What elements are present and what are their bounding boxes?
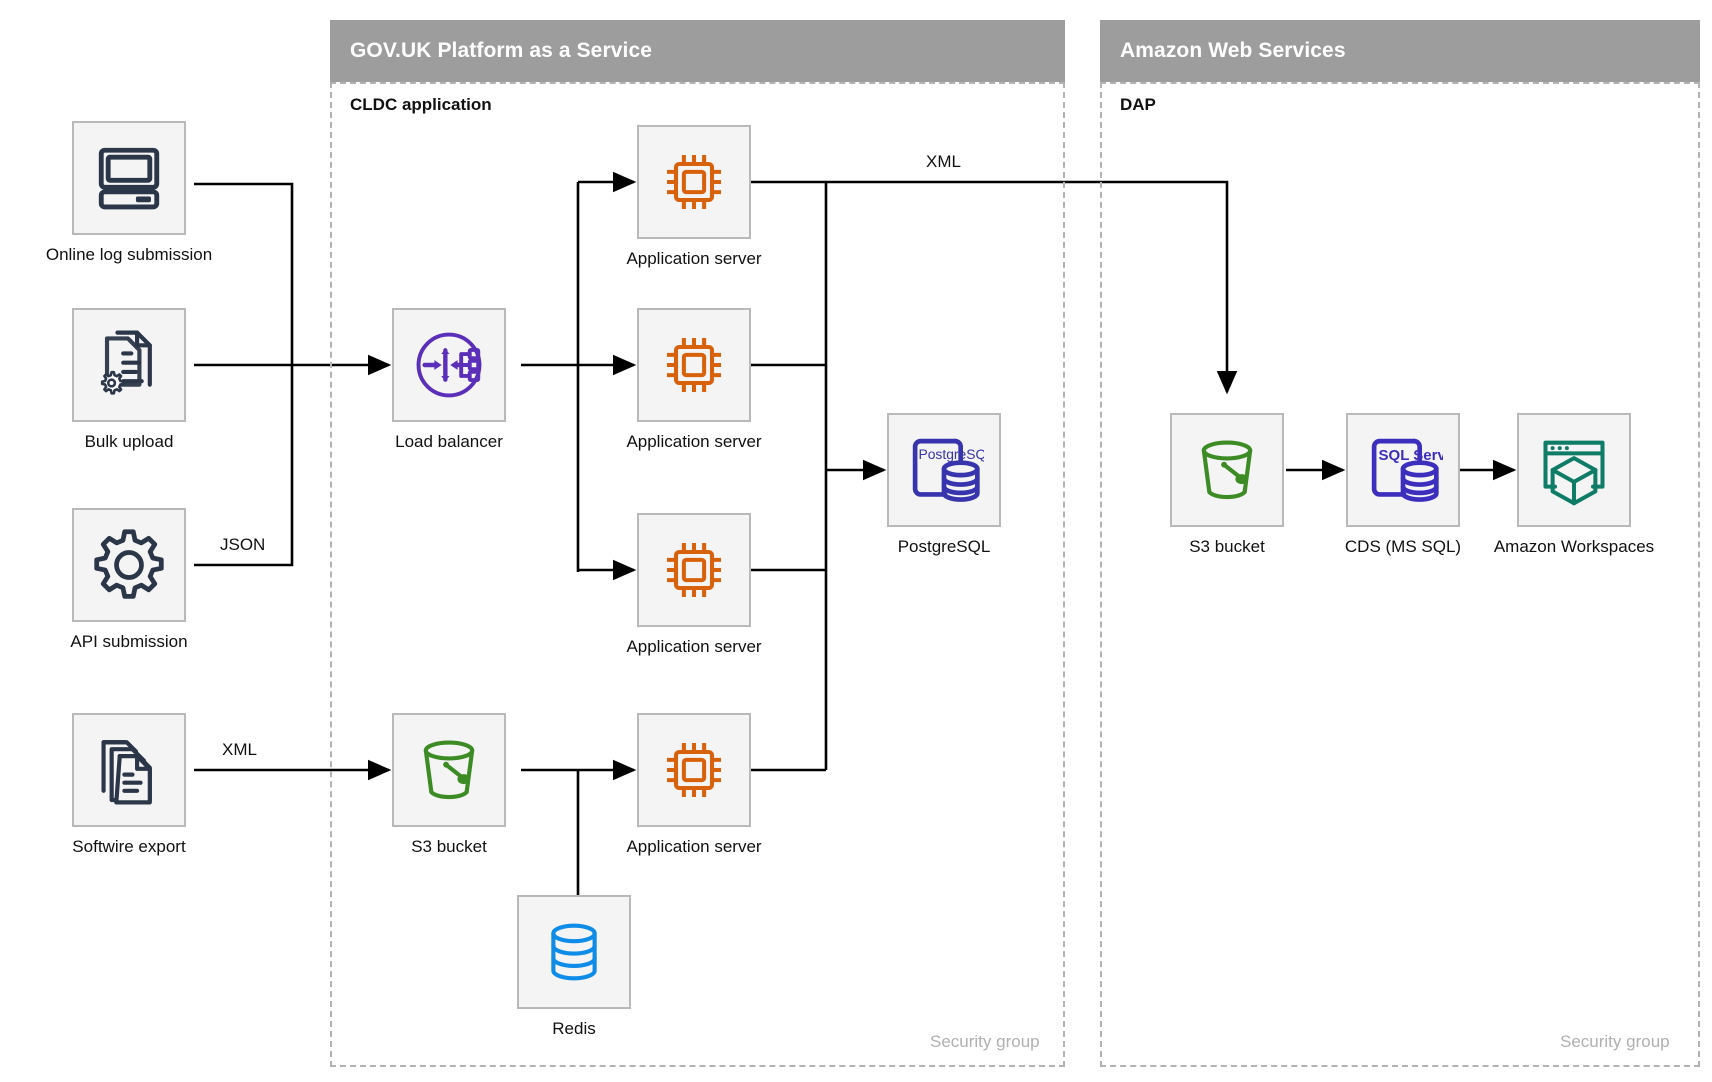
security-label-paas: Security group [930,1032,1040,1051]
node-softwire-export[interactable]: Softwire export [72,713,186,856]
svg-text:PostgreSQL: PostgreSQL [918,446,984,462]
load-balancer-icon [392,308,506,422]
postgresql-icon: PostgreSQL [887,413,1001,527]
node-label: CDS (MS SQL) [1344,537,1462,556]
redis-database-icon [517,895,631,1009]
security-group-paas [330,82,1065,1067]
zone-header-paas: GOV.UK Platform as a Service [330,20,1065,82]
cpu-chip-icon [637,308,751,422]
cpu-chip-icon [637,713,751,827]
node-label: S3 bucket [1189,537,1265,556]
workspaces-cube-icon [1517,413,1631,527]
sql-server-icon: SQL Server [1346,413,1460,527]
node-label: Redis [552,1019,596,1038]
node-label: Online log submission [45,245,213,264]
node-label: Amazon Workspaces [1493,537,1655,556]
security-label-aws: Security group [1560,1032,1670,1051]
edge-label-json: JSON [214,535,272,555]
gear-icon [72,508,186,622]
group-label-dap: DAP [1120,95,1156,114]
node-cds-ms-sql[interactable]: SQL Server CDS (MS SQL) [1345,413,1461,556]
node-amazon-workspaces[interactable]: Amazon Workspaces [1494,413,1654,556]
security-group-aws [1100,82,1700,1067]
node-label: PostgreSQL [897,537,991,556]
node-label: API submission [70,632,188,651]
zone-title-paas: GOV.UK Platform as a Service [350,39,652,62]
zone-title-aws: Amazon Web Services [1120,39,1346,62]
node-api-submission[interactable]: API submission [70,508,188,651]
node-label: Application server [626,637,762,656]
node-label: Load balancer [395,432,503,451]
edge-label-xml-source: XML [216,740,263,760]
node-app-server-4[interactable]: Application server [626,713,762,856]
s3-bucket-icon [1170,413,1284,527]
node-app-server-1[interactable]: Application server [626,125,762,268]
node-online-log-submission[interactable]: Online log submission [46,121,212,264]
node-s3-bucket-dap[interactable]: S3 bucket [1170,413,1284,556]
node-label: Softwire export [72,837,186,856]
node-app-server-2[interactable]: Application server [626,308,762,451]
desktop-computer-icon [72,121,186,235]
node-bulk-upload[interactable]: Bulk upload [72,308,186,451]
document-gear-icon [72,308,186,422]
cpu-chip-icon [637,125,751,239]
zone-header-aws: Amazon Web Services [1100,20,1700,82]
node-label: Application server [626,249,762,268]
node-label: Application server [626,837,762,856]
node-s3-bucket-paas[interactable]: S3 bucket [392,713,506,856]
node-redis[interactable]: Redis [517,895,631,1038]
stacked-documents-icon [72,713,186,827]
node-label: Application server [626,432,762,451]
node-label: Bulk upload [84,432,174,451]
edge-label-xml-export: XML [920,152,967,172]
node-app-server-3[interactable]: Application server [626,513,762,656]
svg-text:SQL Server: SQL Server [1379,447,1443,464]
node-load-balancer[interactable]: Load balancer [392,308,506,451]
s3-bucket-icon [392,713,506,827]
node-label: S3 bucket [411,837,487,856]
node-postgresql[interactable]: PostgreSQL PostgreSQL [887,413,1001,556]
cpu-chip-icon [637,513,751,627]
group-label-cldc: CLDC application [350,95,492,114]
